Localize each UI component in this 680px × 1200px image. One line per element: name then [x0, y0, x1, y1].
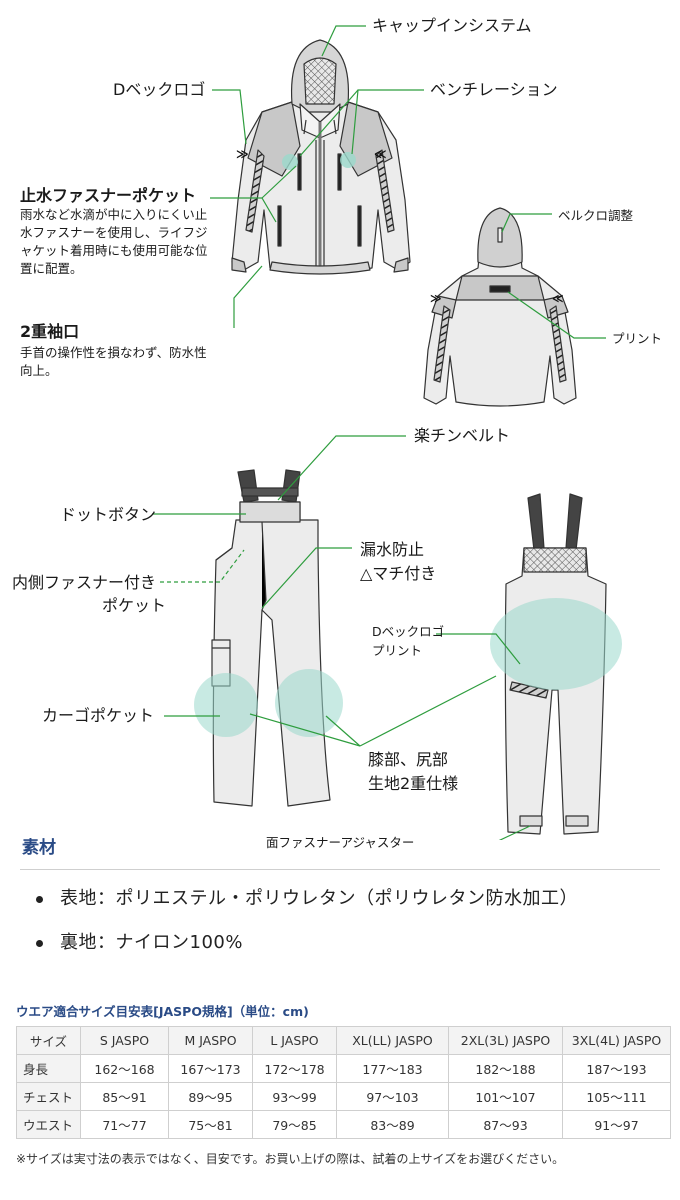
label-waterproof-pocket: 止水ファスナーポケット: [20, 186, 197, 205]
table-cell: 177～183: [336, 1054, 449, 1083]
leader-lines: [152, 25, 606, 840]
material-list: 表地：ポリエステル・ポリウレタン（ポリウレタン防水加工） 裏地：ナイロン100%: [32, 884, 578, 972]
front-pants-illustration: [211, 469, 331, 807]
table-cell: 83～89: [336, 1110, 449, 1139]
material-item-outer: 表地：ポリエステル・ポリウレタン（ポリウレタン防水加工）: [32, 884, 578, 928]
label-print: プリント: [612, 331, 663, 346]
label-face-fastener: 面ファスナーアジャスター: [266, 835, 415, 850]
label-d-vec-print: Dベックロゴ: [372, 624, 445, 639]
size-table-title: ウエア適合サイズ目安表[JASPO規格]（単位：cm): [16, 1004, 309, 1019]
material-title: 素材: [22, 838, 56, 858]
table-cell: 162～168: [80, 1054, 169, 1083]
svg-text:≫: ≫: [430, 292, 442, 305]
table-cell: 172～178: [252, 1054, 337, 1083]
table-cell: 97～103: [336, 1082, 449, 1111]
table-cell: 101～107: [448, 1082, 563, 1111]
svg-text:≪: ≪: [552, 292, 564, 305]
label-comfort-belt: 楽チンベルト: [414, 426, 511, 445]
svg-text:≫: ≫: [236, 147, 249, 161]
table-row-header: 身長: [16, 1054, 81, 1083]
desc-waterproof-pocket: 雨水など水滴が中に入りにくい止水ファスナーを使用し、ライフジャケット着用時にも使…: [20, 207, 208, 277]
label-knee: 膝部、尻部: [368, 750, 449, 769]
label-dot-button: ドットボタン: [60, 505, 157, 524]
table-row-header: ウエスト: [16, 1110, 81, 1139]
table-cell: 75～81: [168, 1110, 253, 1139]
label-cap-in-system: キャップインシステム: [372, 16, 532, 35]
table-header-cell: サイズ: [16, 1026, 81, 1055]
back-jacket-illustration: ≫ ≪: [423, 207, 577, 407]
table-header-cell: M JASPO: [168, 1026, 253, 1055]
label-d-vec-print-2: プリント: [372, 643, 423, 658]
desc-double-cuff: 手首の操作性を損なわず、防水性向上。: [20, 345, 207, 379]
knee-marker-right: [275, 669, 343, 737]
front-jacket-illustration: ≫ ≪: [231, 39, 411, 275]
table-header-cell: 3XL(4L) JASPO: [562, 1026, 671, 1055]
material-item-lining: 裏地：ナイロン100%: [32, 928, 578, 972]
label-d-vec-logo: Dベックロゴ: [113, 80, 206, 99]
size-note: ※サイズは実寸法の表示ではなく、目安です。お買い上げの際は、試着の上サイズをお選…: [16, 1152, 565, 1166]
table-header-cell: XL(LL) JASPO: [336, 1026, 449, 1055]
table-cell: 105～111: [562, 1082, 671, 1111]
table-cell: 187～193: [562, 1054, 671, 1083]
table-cell: 91～97: [562, 1110, 671, 1139]
table-header-row: サイズ S JASPO M JASPO L JASPO XL(LL) JASPO…: [16, 1026, 671, 1055]
table-cell: 79～85: [252, 1110, 337, 1139]
table-row-header: チェスト: [16, 1082, 81, 1111]
material-divider: [20, 869, 660, 870]
label-inner-pocket: 内側ファスナー付き: [12, 573, 157, 592]
table-row: チェスト 85～91 89～95 93～99 97～103 101～107 10…: [16, 1082, 671, 1111]
label-velcro: ベルクロ調整: [558, 208, 634, 223]
seat-marker: [490, 598, 622, 690]
label-cargo-pocket: カーゴポケット: [42, 706, 155, 725]
table-header-cell: L JASPO: [252, 1026, 337, 1055]
table-cell: 85～91: [80, 1082, 169, 1111]
table-cell: 87～93: [448, 1110, 563, 1139]
label-leak-prevention: 漏水防止: [360, 540, 425, 559]
svg-text:≪: ≪: [374, 147, 387, 161]
table-row: ウエスト 71～77 75～81 79～85 83～89 87～93 91～97: [16, 1110, 671, 1139]
label-double-cuff: 2重袖口: [20, 322, 80, 341]
table-cell: 71～77: [80, 1110, 169, 1139]
table-header-cell: 2XL(3L) JASPO: [448, 1026, 563, 1055]
ventilation-marker-left: [282, 154, 298, 170]
table-cell: 93～99: [252, 1082, 337, 1111]
product-diagram: ≫ ≪ ≫ ≪: [152, 25, 622, 840]
knee-marker-left: [194, 673, 258, 737]
label-ventilation: ベンチレーション: [430, 80, 558, 99]
table-header-cell: S JASPO: [80, 1026, 169, 1055]
table-cell: 167～173: [168, 1054, 253, 1083]
table-cell: 89～95: [168, 1082, 253, 1111]
label-gusset: △マチ付き: [360, 564, 437, 583]
label-double-fabric: 生地2重仕様: [368, 774, 459, 793]
size-table: サイズ S JASPO M JASPO L JASPO XL(LL) JASPO…: [16, 1026, 671, 1139]
label-inner-pocket-2: ポケット: [102, 596, 167, 615]
ventilation-marker-right: [340, 152, 356, 168]
table-row: 身長 162～168 167～173 172～178 177～183 182～1…: [16, 1054, 671, 1083]
table-cell: 182～188: [448, 1054, 563, 1083]
